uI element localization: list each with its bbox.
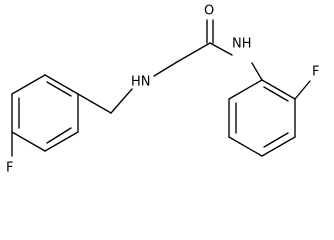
ring-right-bond-1 bbox=[261, 79, 296, 100]
ch2-carbonyl-bond bbox=[176, 42, 211, 63]
ring-right-inner-double-2 bbox=[263, 132, 289, 148]
atom-labels: O NH HN F F bbox=[6, 4, 319, 176]
ring-right-bond-4 bbox=[228, 136, 263, 157]
ch2-amine-bond bbox=[110, 88, 133, 114]
oxygen-label: O bbox=[204, 4, 214, 19]
ring-left-inner-double-1 bbox=[46, 81, 72, 97]
ring-left-inner-double-2 bbox=[46, 127, 72, 144]
carbonyl-amide-bond bbox=[209, 42, 233, 56]
bond-lines bbox=[11, 19, 311, 157]
amide-ring-bond bbox=[251, 62, 263, 81]
ring-right-bond-3 bbox=[261, 136, 296, 157]
benzyl-ch2-bond bbox=[77, 93, 112, 114]
amide-nitrogen-label: NH bbox=[232, 37, 252, 52]
ring-left-bond-3 bbox=[44, 131, 79, 152]
amine-ch2-bond bbox=[153, 61, 178, 77]
ring-left-bond-1 bbox=[44, 74, 79, 95]
fluorine-left-label: F bbox=[6, 161, 13, 176]
ring-right-inner-double-1 bbox=[263, 86, 289, 102]
fluorine-right-bond bbox=[294, 80, 311, 100]
ring-left-bond-6 bbox=[11, 74, 46, 95]
ring-left-bond-4 bbox=[11, 131, 46, 152]
fluorine-right-label: F bbox=[312, 65, 319, 80]
ring-right-bond-6 bbox=[228, 79, 263, 100]
chemical-structure-diagram: O NH HN F F bbox=[6, 4, 319, 176]
amine-nitrogen-label: HN bbox=[131, 75, 151, 90]
